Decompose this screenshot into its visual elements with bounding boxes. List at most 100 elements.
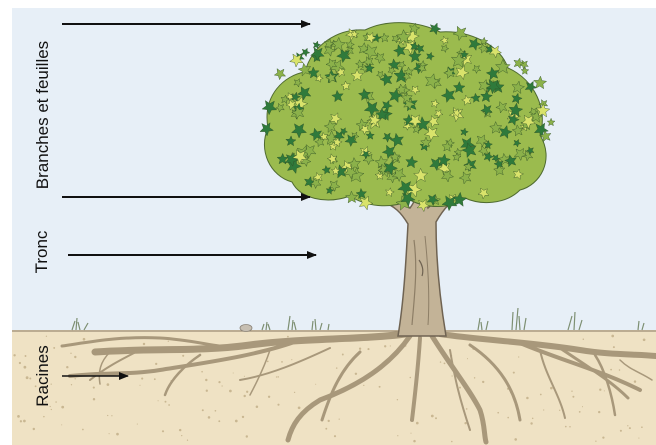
label-roots: Racines: [33, 339, 53, 413]
soil-speck: [66, 366, 68, 368]
soil-speck: [334, 435, 336, 437]
soil-speck: [559, 410, 560, 411]
soil-speck: [634, 380, 636, 382]
soil-speck: [158, 400, 159, 401]
soil-speck: [93, 398, 95, 400]
soil-speck: [243, 395, 245, 397]
soil-speck: [291, 359, 292, 360]
soil-speck: [267, 360, 269, 362]
soil-speck: [572, 396, 574, 398]
soil-speck: [602, 436, 604, 438]
soil-speck: [359, 348, 361, 350]
soil-speck: [514, 438, 517, 441]
soil-speck: [235, 420, 238, 423]
soil-speck: [397, 399, 398, 400]
soil-speck: [513, 372, 515, 374]
soil-speck: [277, 404, 279, 406]
soil-speck: [181, 435, 182, 436]
soil-speck: [550, 387, 553, 390]
soil-speck: [70, 353, 71, 354]
soil-speck: [530, 422, 532, 424]
soil-speck: [315, 384, 316, 385]
soil-speck: [83, 338, 86, 341]
soil-speck: [444, 362, 446, 364]
soil-speck: [467, 358, 468, 359]
soil-speck: [620, 430, 622, 432]
soil-speck: [342, 354, 344, 356]
soil-speck: [287, 336, 289, 338]
soil-speck: [569, 426, 571, 428]
soil-speck: [233, 372, 234, 373]
soil-speck: [215, 410, 217, 412]
soil-speck: [582, 406, 583, 407]
soil-speck: [29, 378, 31, 380]
soil-speck: [143, 343, 145, 345]
soil-speck: [611, 335, 614, 338]
soil-speck: [397, 435, 398, 436]
soil-speck: [154, 378, 156, 380]
soil-speck: [431, 415, 434, 418]
label-branches-leaves: Branches et feuilles: [33, 30, 53, 200]
soil-speck: [598, 411, 600, 413]
soil-speck: [218, 420, 220, 422]
soil-speck: [613, 346, 615, 348]
soil-speck: [168, 404, 170, 406]
soil-speck: [162, 430, 164, 432]
soil-speck: [61, 406, 64, 409]
soil-speck: [459, 387, 461, 389]
soil-speck: [474, 377, 475, 378]
soil-speck: [242, 416, 244, 418]
soil-speck: [281, 361, 283, 363]
soil-speck: [74, 356, 76, 358]
soil-speck: [599, 389, 601, 391]
soil-speck: [298, 406, 301, 409]
soil-speck: [53, 347, 55, 349]
soil-speck: [328, 420, 330, 422]
soil-speck: [71, 384, 72, 385]
soil-speck: [202, 409, 204, 411]
soil-speck: [276, 376, 277, 377]
soil-speck: [206, 390, 208, 392]
soil-speck: [139, 385, 140, 386]
soil-speck: [507, 417, 509, 419]
soil-speck: [440, 361, 441, 362]
soil-speck: [46, 336, 47, 337]
soil-speck: [116, 433, 119, 436]
soil-speck: [208, 416, 211, 419]
soil-speck: [497, 412, 499, 414]
soil-speck: [325, 428, 327, 430]
soil-speck: [532, 418, 533, 419]
soil-speck: [13, 354, 15, 356]
soil-speck: [82, 429, 84, 431]
soil-speck: [583, 338, 584, 339]
soil-speck: [20, 420, 22, 422]
soil-speck: [17, 415, 20, 418]
soil-speck: [355, 373, 357, 375]
soil-speck: [168, 341, 169, 342]
soil-speck: [571, 391, 572, 392]
soil-speck: [24, 366, 27, 369]
soil-speck: [384, 345, 386, 347]
soil-speck: [111, 415, 112, 416]
soil-speck: [229, 390, 232, 393]
soil-speck: [629, 427, 631, 429]
soil-speck: [179, 429, 181, 431]
soil-speck: [205, 379, 207, 381]
soil-speck: [26, 376, 29, 379]
soil-speck: [336, 367, 337, 368]
soil-speck: [201, 371, 203, 373]
soil-speck: [451, 375, 452, 376]
soil-speck: [379, 386, 381, 388]
soil-speck: [268, 396, 270, 398]
soil-speck: [23, 420, 26, 423]
soil-speck: [390, 345, 391, 346]
soil-speck: [294, 392, 295, 393]
soil-speck: [109, 433, 110, 434]
soil-speck: [61, 424, 62, 425]
soil-speck: [435, 417, 437, 419]
soil-speck: [19, 362, 21, 364]
soil-speck: [25, 355, 27, 357]
soil-speck: [579, 411, 581, 413]
soil-speck: [367, 348, 369, 350]
